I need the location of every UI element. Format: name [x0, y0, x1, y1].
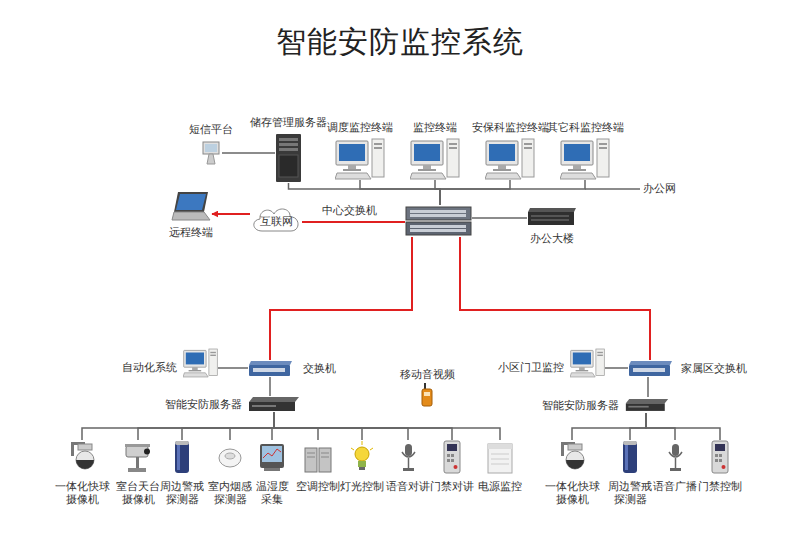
- device-label: 交换机: [303, 362, 353, 375]
- device-label: 智能安防服务器: [156, 398, 242, 411]
- bus-line: [274, 412, 408, 440]
- bus-line: [82, 412, 274, 440]
- device-label: 其它科监控终端: [540, 121, 630, 134]
- bus-line: [289, 183, 441, 205]
- bus-line: [646, 413, 720, 440]
- device-label: 移动音视频: [392, 368, 462, 381]
- device-label: 灯光控制: [340, 480, 384, 493]
- device-label: 周边警戒 探测器: [608, 480, 652, 506]
- device-node: 一体化快球 摄像机: [68, 440, 96, 474]
- device-label: 自动化系统: [105, 361, 177, 374]
- bus-line: [646, 413, 675, 440]
- device-node: 互联网: [250, 205, 302, 233]
- bus-line: [274, 412, 452, 440]
- device-label: 语音广播: [653, 480, 697, 493]
- device-label: 远程终端: [161, 226, 221, 239]
- device-label: 电源监控: [478, 480, 522, 493]
- bus-line: [182, 412, 274, 440]
- network-link: [270, 237, 412, 360]
- device-label: 短信平台: [181, 123, 241, 136]
- device-node: 门禁对讲: [438, 440, 466, 474]
- device-label: 温湿度 采集: [252, 480, 292, 506]
- device-node: 室台天台 摄像机: [124, 440, 152, 474]
- device-label: 小区门卫监控: [492, 361, 564, 374]
- network-link: [460, 237, 650, 360]
- bus-line: [472, 217, 527, 219]
- device-label: 监控终端: [400, 121, 470, 134]
- bus-line: [572, 413, 646, 440]
- device-node: 周边警戒 探测器: [616, 440, 644, 474]
- bus-extension: [585, 188, 640, 190]
- bus-line: [230, 412, 274, 440]
- device-label: 中心交换机: [307, 204, 377, 217]
- device-node: 智能安防服务器: [248, 396, 300, 412]
- device-label: 一体化快球 摄像机: [543, 480, 601, 506]
- device-node: 短信平台: [200, 140, 222, 166]
- device-label: 调度监控终端: [315, 121, 405, 134]
- device-node: 办公大楼: [527, 207, 577, 226]
- device-label: 办公大楼: [522, 232, 582, 245]
- diagram-title: 智能安防监控系统: [0, 24, 800, 60]
- bus-line: [222, 152, 275, 154]
- device-label: 语音对讲: [386, 480, 430, 493]
- device-node: 周边警戒 探测器: [168, 440, 196, 474]
- network-label: 办公网: [643, 182, 676, 195]
- device-node: 远程终端: [170, 190, 212, 222]
- bus-line: [269, 377, 271, 396]
- bus-line: [630, 413, 646, 440]
- device-node: 智能安防服务器: [625, 397, 669, 413]
- network-link: [212, 213, 250, 215]
- bus-line: [360, 180, 440, 205]
- device-node: 其它科监控终端: [560, 138, 610, 180]
- bus-line: [605, 367, 628, 369]
- device-node: 灯光控制: [348, 440, 376, 474]
- device-node: 安保科监控终端: [485, 138, 535, 180]
- bus-line: [274, 412, 318, 440]
- bus-line: [138, 412, 274, 440]
- device-node: 温湿度 采集: [258, 440, 286, 474]
- device-label: 门禁控制: [698, 480, 742, 493]
- device-label: 互联网: [250, 215, 302, 228]
- device-node: 中心交换机: [405, 205, 472, 237]
- device-node: 电源监控: [486, 440, 514, 474]
- device-label: 周边警戒 探测器: [160, 480, 204, 506]
- device-node: 调度监控终端: [335, 138, 385, 180]
- device-label: 室内烟感 探测器: [208, 480, 252, 506]
- bus-line: [647, 377, 649, 397]
- device-node: 家属区交换机: [628, 360, 673, 377]
- bus-line: [218, 367, 248, 369]
- device-node: 小区门卫监控: [570, 345, 605, 381]
- device-node: 储存管理服务器: [275, 133, 302, 183]
- device-node: 室内烟感 探测器: [216, 440, 244, 474]
- device-node: 交换机: [248, 360, 293, 377]
- device-label: 门禁对讲: [430, 480, 474, 493]
- bus-line: [440, 180, 585, 205]
- device-node: 移动音视频: [418, 383, 436, 407]
- device-label: 智能安防服务器: [533, 399, 619, 412]
- device-node: 语音对讲: [394, 440, 422, 474]
- device-node: 一体化快球 摄像机: [558, 440, 586, 474]
- bus-line: [440, 180, 510, 205]
- device-label: 储存管理服务器: [244, 116, 334, 129]
- device-label: 一体化快球 摄像机: [53, 480, 111, 506]
- device-node: 语音广播: [661, 440, 689, 474]
- device-label: 家属区交换机: [681, 362, 753, 375]
- device-node: 门禁控制: [706, 440, 734, 474]
- device-label: 安保科监控终端: [465, 121, 555, 134]
- bus-line: [274, 412, 362, 440]
- device-node: 自动化系统: [183, 345, 218, 381]
- device-node: 空调控制: [304, 440, 332, 474]
- device-label: 室台天台 摄像机: [116, 480, 160, 506]
- bus-line: [274, 412, 500, 440]
- device-node: 监控终端: [410, 138, 460, 180]
- network-link: [302, 221, 405, 223]
- device-label: 空调控制: [296, 480, 340, 493]
